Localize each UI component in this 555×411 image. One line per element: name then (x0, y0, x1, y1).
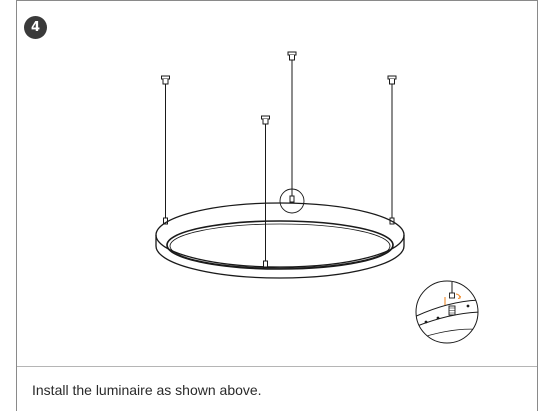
ring-luminaire (155, 202, 405, 279)
instruction-caption: Install the luminaire as shown above. (32, 382, 262, 398)
suspension-cable-front (261, 115, 270, 268)
detail-accent-arrows (444, 293, 462, 305)
detail-highlight-circle (279, 188, 305, 214)
instruction-panel (16, 0, 538, 411)
detail-magnifier (415, 280, 479, 344)
caption-divider (17, 366, 537, 367)
suspension-cable-left (161, 75, 170, 225)
panel-top-border (16, 0, 538, 1)
suspension-cable-right (387, 75, 397, 225)
step-number-badge: 4 (24, 16, 47, 39)
suspension-cable-top (287, 51, 297, 203)
